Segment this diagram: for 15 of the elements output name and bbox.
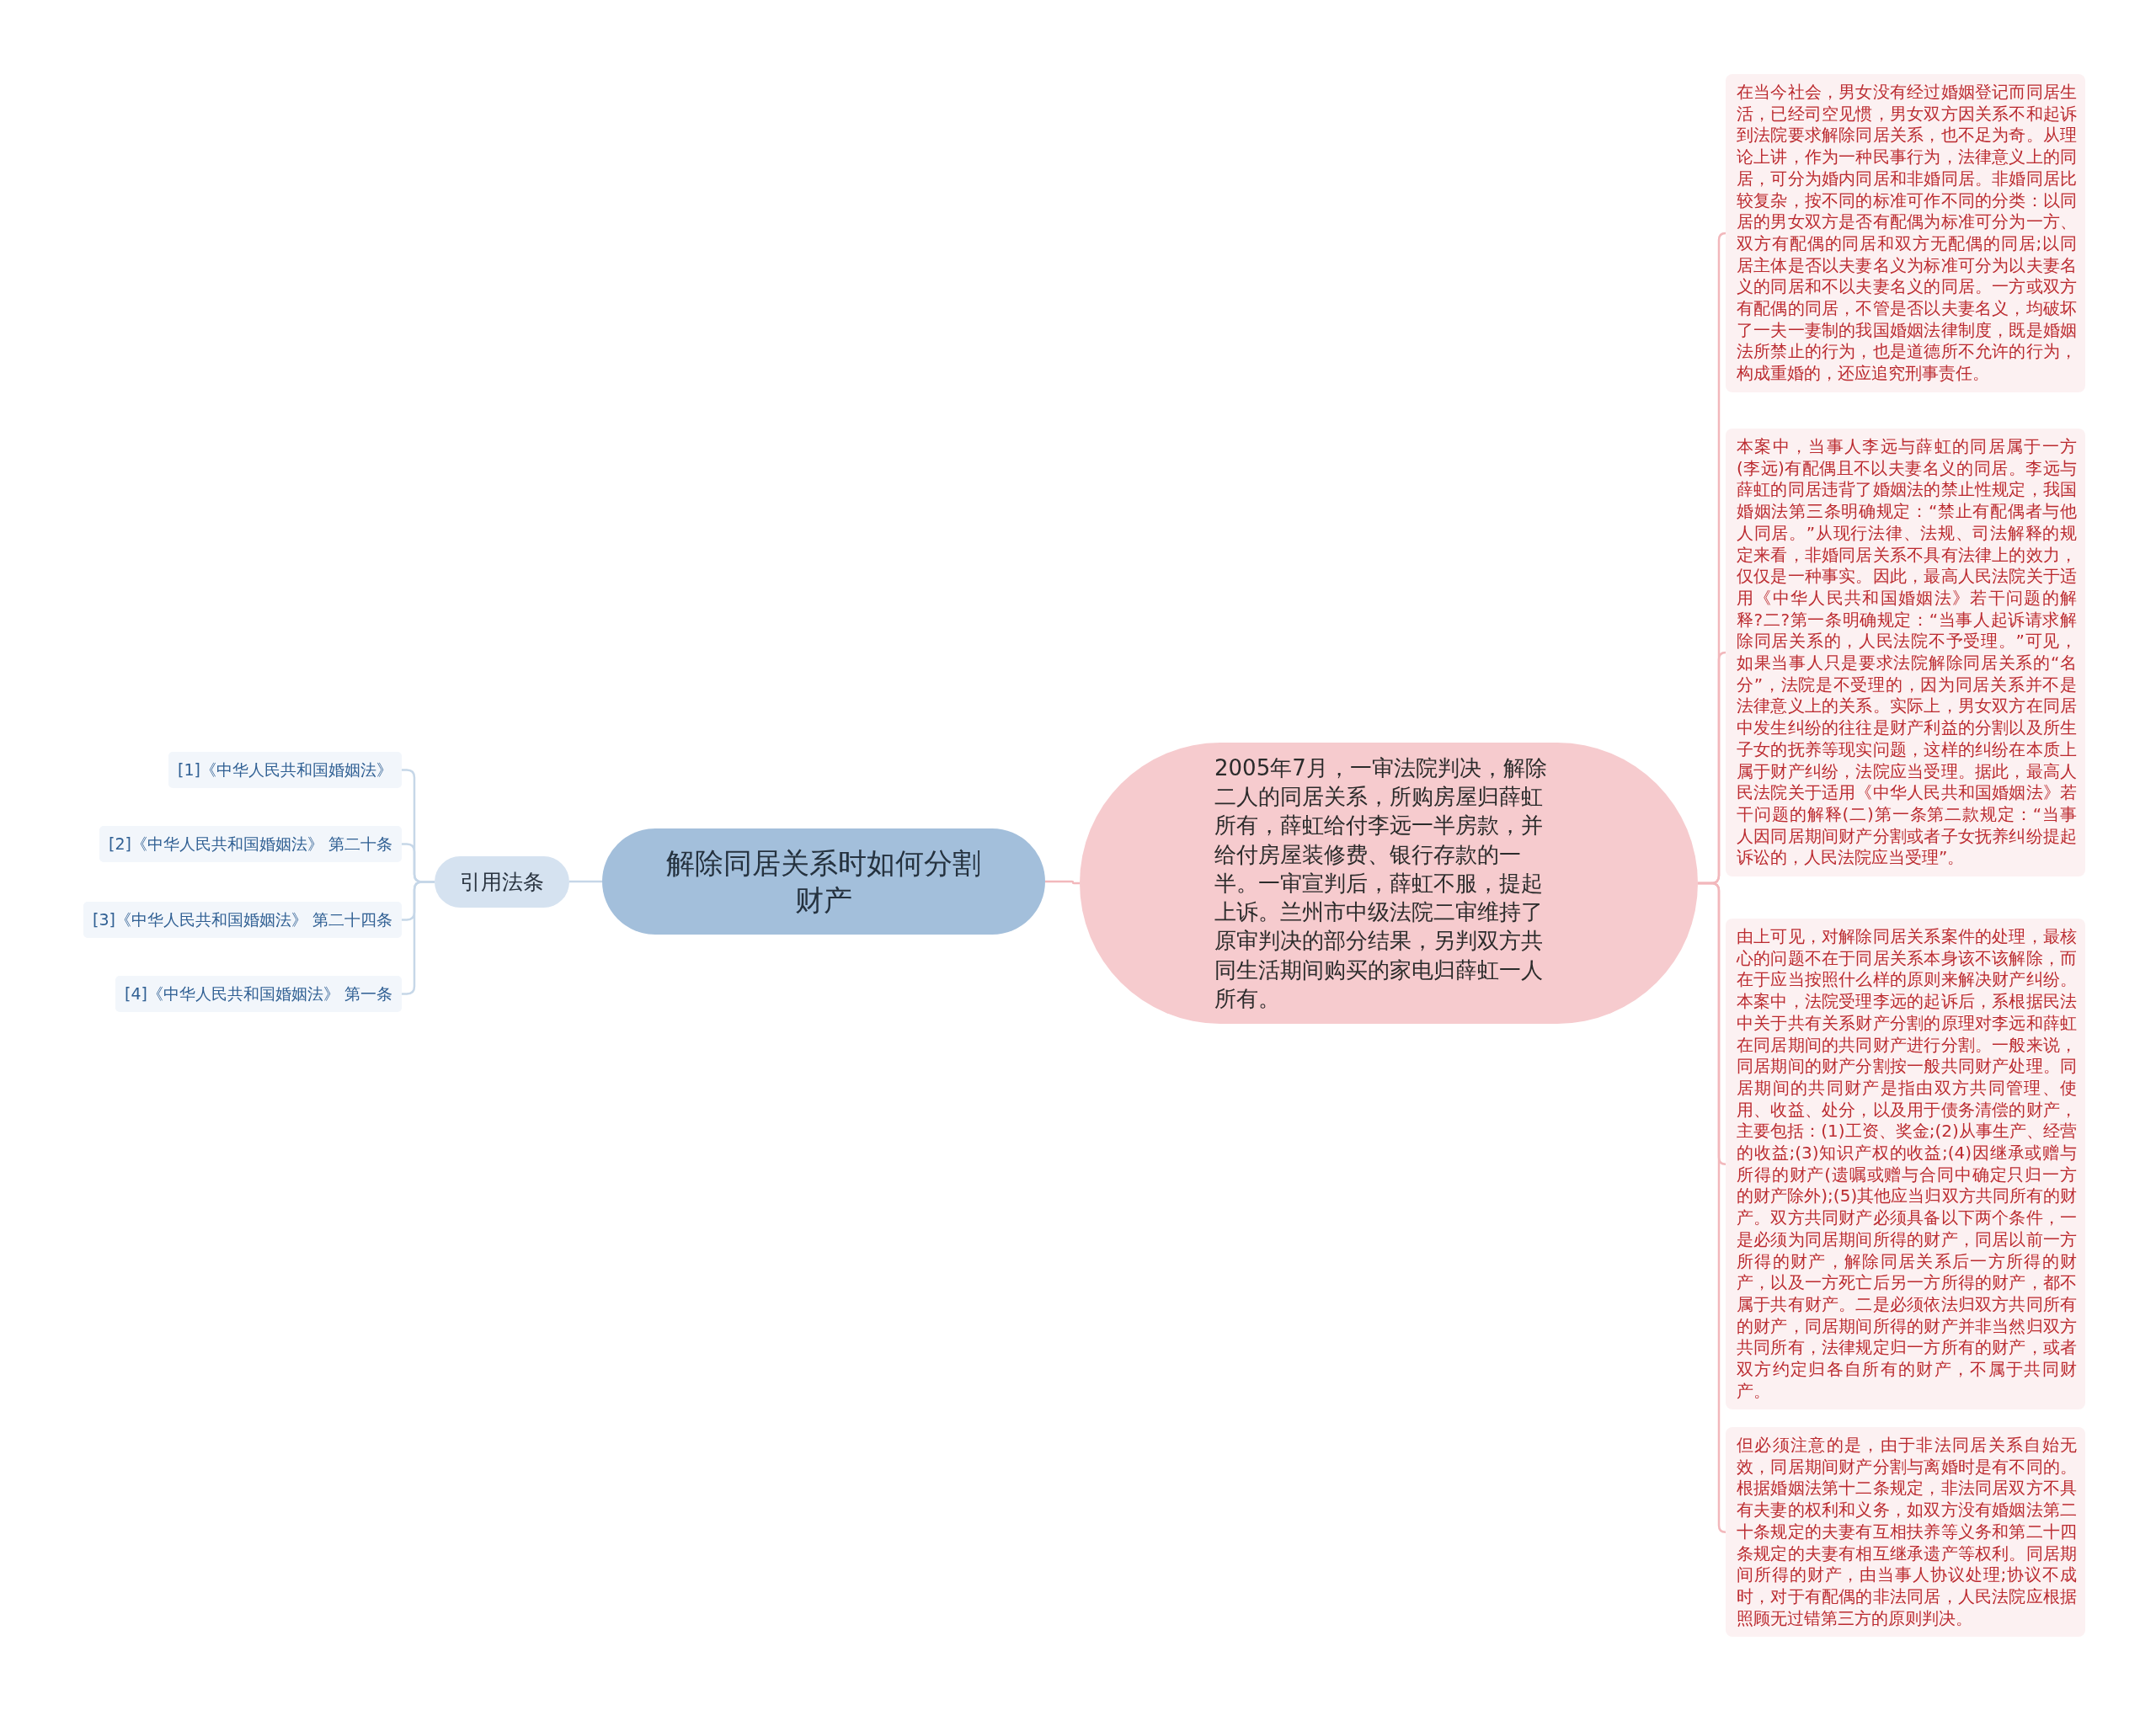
- connector-line: [1045, 880, 1080, 885]
- note-card: 在当今社会，男女没有经过婚姻登记而同居生活，已经司空见惯，男女双方因关系不和起诉到法院要求解除同居关系，也不足为奇。从理论上讲，作为一种民事行为，法律意义上的同居，可分为婚内同居和非婚同居。非婚同居比较复杂，按不同的标准可作不同的分类：以同居的男女双方是否有配偶为标准可分为一方、双方有配偶的同居和双方无配偶的同居;以同居主体是否以夫妻名义为标准可分为以夫妻名义的同居和不以夫妻名义的同居。一方或双方有配偶的同居，不管是否以夫妻名义，均破坏了一夫一妻制的我国婚姻法律制度，既是婚姻法所禁止的行为，也是道德所不允许的行为，构成重婚的，还应追究刑事责任。: [1726, 74, 2085, 392]
- connector-line: [1698, 882, 1727, 1533]
- central-topic-box: 解除同居关系时如何分割财产: [602, 828, 1045, 935]
- note-card: 本案中，当事人李远与薛虹的同居属于一方(李远)有配偶且不以夫妻名义的同居。李远与薛虹的同居违背了婚姻法的禁止性规定，我国婚姻法第三条明确规定：“禁止有配偶者与他人同居。”从现行法律、法规、司法解释的规定来看，非婚同居关系不具有法律上的效力，仅仅是一种事实。因此，最高人民法院关于适用《中华人民共和国婚姻法》若干问题的解释?二?第一条明确规定：“当事人起诉请求解除同居关系的，人民法院不予受理。”可见，如果当事人只是要求法院解除同居关系的“名分”，法院是不受理的，因为同居关系并不是法律意义上的关系。实际上，男女双方在同居中发生纠纷的往往是财产利益的分割以及所生子女的抚养等现实问题，这样的纠纷在本质上属于财产纠纷，法院应当受理。据此，最高人民法院关于适用《中华人民共和国婚姻法》若干问题的解释(二)第一条第二款规定：“当事人因同居期间财产分割或者子女抚养纠纷提起诉讼的，人民法院应当受理”。: [1726, 429, 2085, 877]
- branch-topic-box: 引用法条: [435, 856, 569, 908]
- case-summary-bubble: 2005年7月，一审法院判决，解除二人的同居关系，所购房屋归薛虹所有，薛虹给付李远一半房款，并给付房屋装修费、银行存款的一半。一审宣判后，薛虹不服，提起上诉。兰州市中级法院二审维持了原审判决的部分结果，另判双方共同生活期间购买的家电归薛虹一人所有。: [1080, 743, 1698, 1024]
- reference-item: [2]《中华人民共和国婚姻法》 第二十条: [99, 826, 402, 862]
- connector-line: [402, 881, 435, 995]
- reference-item: [1]《中华人民共和国婚姻法》: [168, 752, 402, 788]
- note-card: 但必须注意的是，由于非法同居关系自始无效，同居期间财产分割与离婚时是有不同的。根据婚姻法第十二条规定，非法同居双方不具有夫妻的权利和义务，如双方没有婚姻法第二十条规定的夫妻有互相扶养等义务和第二十四条规定的夫妻有相互继承遗产等权利。同居期间所得的财产，由当事人协议处理;协议不成时，对于有配偶的非法同居，人民法院应根据照顾无过错第三方的原则判决。: [1726, 1427, 2085, 1638]
- connector-line: [569, 880, 602, 883]
- note-card: 由上可见，对解除同居关系案件的处理，最核心的问题不在于同居关系本身该不该解除，而在于应当按照什么样的原则来解决财产纠纷。本案中，法院受理李远的起诉后，系根据民法中关于共有关系财产分割的原理对李远和薛虹在同居期间的共同财产进行分割。一般来说，同居期间的财产分割按一般共同财产处理。同居期间的共同财产是指由双方共同管理、使用、收益、处分，以及用于债务清偿的财产，主要包括：(1)工资、奖金;(2)从事生产、经营的收益;(3)知识产权的收益;(4)因继承或赠与所得的财产(遗嘱或赠与合同中确定只归一方的财产除外);(5)其他应当归双方共同所有的财产。双方共同财产必须具备以下两个条件，一是必须为同居期间所得的财产，同居以前一方所得的财产，解除同居关系后一方所得的财产，以及一方死亡后另一方所得的财产，都不属于共有财产。二是必须依法归双方共同所有的财产，同居期间所得的财产并非当然归双方共同所有，法律规定归一方所有的财产，或者双方约定归各自所有的财产，不属于共同财产。: [1726, 919, 2085, 1410]
- reference-item: [3]《中华人民共和国婚姻法》 第二十四条: [83, 902, 402, 938]
- reference-item: [4]《中华人民共和国婚姻法》 第一条: [115, 976, 402, 1012]
